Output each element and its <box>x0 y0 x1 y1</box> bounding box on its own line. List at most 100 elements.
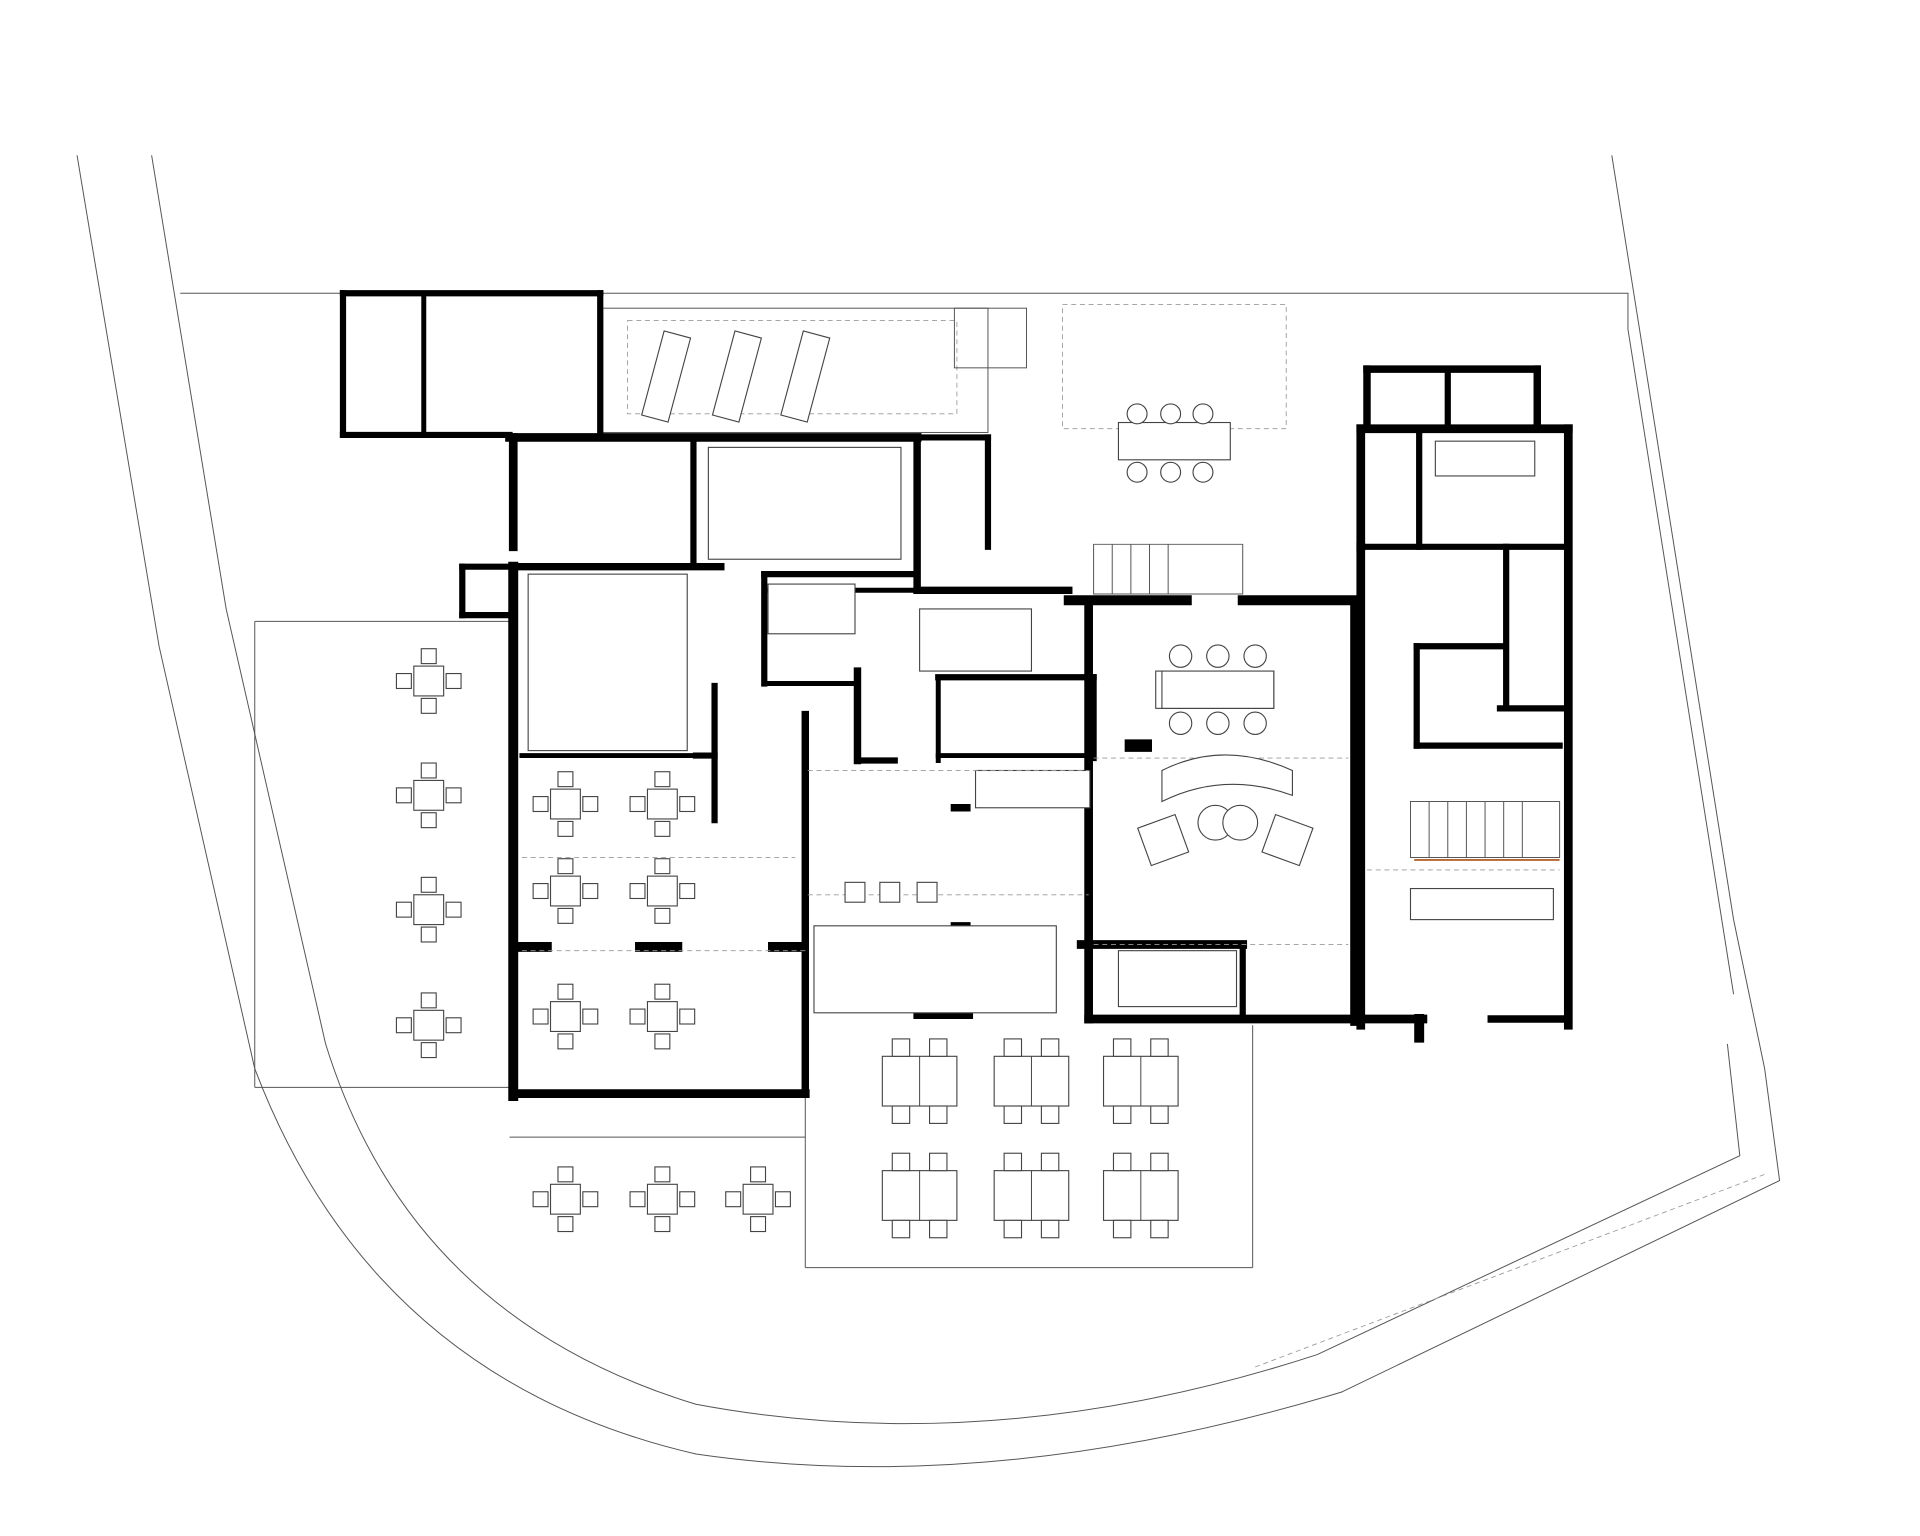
chair <box>1206 644 1230 668</box>
fixture <box>1409 887 1554 921</box>
chair <box>582 883 599 900</box>
chair <box>654 1033 671 1050</box>
chair <box>557 858 574 875</box>
chair <box>1160 403 1182 425</box>
dining-table-set <box>532 858 599 924</box>
fixture <box>974 769 1091 809</box>
chair <box>891 1152 911 1172</box>
chair <box>1040 1219 1060 1239</box>
chair <box>1126 403 1148 425</box>
site-boundary <box>76 155 1781 1468</box>
chair <box>557 1166 574 1183</box>
sun-lounger <box>780 330 831 423</box>
chair <box>420 876 437 893</box>
dining-table-set <box>532 983 599 1050</box>
dining-table-set <box>395 876 462 943</box>
chair <box>557 907 574 924</box>
lounge-sofa <box>1136 754 1314 867</box>
chair <box>1003 1105 1023 1124</box>
chair <box>928 1038 948 1057</box>
sun-lounger <box>711 330 763 423</box>
chair <box>420 1042 437 1059</box>
table <box>646 788 678 820</box>
chair <box>629 883 646 900</box>
chair <box>1112 1219 1132 1239</box>
chair <box>420 992 437 1009</box>
fixture <box>1434 440 1536 477</box>
chair <box>928 1219 948 1239</box>
chair <box>1192 403 1214 425</box>
chair <box>445 672 462 690</box>
chair <box>891 1219 911 1239</box>
dining-table-set <box>725 1166 791 1233</box>
chair <box>654 1216 671 1233</box>
fixture <box>767 583 856 635</box>
chair <box>445 901 462 918</box>
dining-table-set <box>395 992 462 1059</box>
table <box>413 1009 445 1041</box>
chair <box>654 858 671 875</box>
chair <box>928 1152 948 1172</box>
table <box>646 1001 678 1033</box>
bar-stool <box>879 881 901 903</box>
chair <box>1040 1152 1060 1172</box>
chair <box>395 901 412 918</box>
chair <box>1243 711 1267 736</box>
dining-table-set <box>993 1038 1070 1124</box>
chair <box>557 983 574 1000</box>
chair <box>1112 1152 1132 1172</box>
dining-table-set <box>881 1038 958 1124</box>
dining-table-set <box>1102 1152 1179 1239</box>
chair <box>629 1191 646 1208</box>
dining-table-set <box>629 983 696 1050</box>
table <box>1161 670 1275 709</box>
chair <box>725 1191 742 1208</box>
chair <box>420 762 437 779</box>
chair <box>679 1191 696 1208</box>
table <box>413 894 445 926</box>
bar-stool <box>844 881 866 903</box>
chair <box>1112 1105 1132 1124</box>
dining-table-set <box>532 771 599 837</box>
table <box>742 1183 774 1215</box>
chair <box>1040 1038 1060 1057</box>
chair <box>774 1191 791 1208</box>
chair <box>557 1216 574 1233</box>
chair <box>750 1166 767 1183</box>
lounge-dining-set <box>844 403 1275 903</box>
chair <box>395 672 412 690</box>
chair <box>1003 1038 1023 1057</box>
chair <box>654 983 671 1000</box>
chair <box>891 1105 911 1124</box>
chair <box>679 796 696 813</box>
dining-table-set <box>395 648 462 714</box>
chair <box>532 883 549 900</box>
chair <box>557 1033 574 1050</box>
chair <box>582 1191 599 1208</box>
table <box>413 779 445 811</box>
fixture <box>919 608 1033 672</box>
fixture <box>1117 950 1238 1008</box>
dining-table-set <box>395 762 462 829</box>
chair <box>928 1105 948 1124</box>
chair <box>679 1008 696 1025</box>
chair <box>1003 1152 1023 1172</box>
chair <box>654 820 671 837</box>
partitions <box>521 440 1560 1014</box>
chair <box>420 648 437 665</box>
chair <box>1126 461 1148 483</box>
chair <box>1003 1219 1023 1239</box>
furniture <box>395 403 1275 1239</box>
chair <box>1150 1038 1169 1057</box>
walls <box>339 290 1573 1102</box>
chair <box>1168 644 1193 668</box>
chair <box>445 787 462 804</box>
chair <box>420 812 437 829</box>
table <box>646 1183 678 1215</box>
table <box>549 1183 581 1215</box>
pool-deck <box>602 307 1027 433</box>
table <box>549 788 581 820</box>
chair <box>532 1008 549 1025</box>
fixture <box>707 446 902 560</box>
chair <box>1243 644 1267 668</box>
